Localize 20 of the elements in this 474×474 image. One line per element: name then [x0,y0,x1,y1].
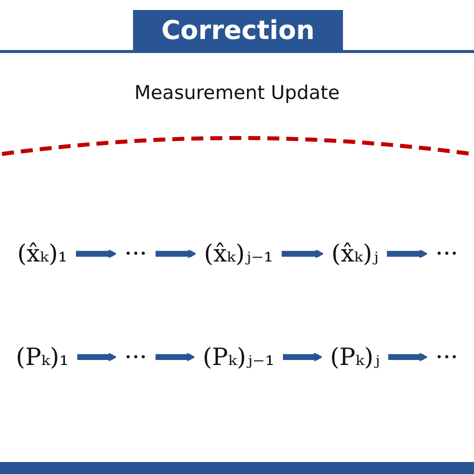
node-text: ··· [435,342,458,371]
arrow [281,248,324,258]
arrow [282,352,323,362]
node-text: (x̂ₖ)ⱼ₋₁ [204,239,274,268]
arrow [388,352,428,362]
node-text: (x̂ₖ)₁ [17,239,68,268]
title-banner: Correction [133,10,343,52]
node-text: ··· [124,239,148,268]
node-text: (Pₖ)ⱼ₋₁ [202,342,275,371]
section-label: Measurement Update [134,82,340,104]
arrow [76,352,117,362]
arrow [75,248,117,258]
arrow [155,248,196,258]
arrow [155,352,196,362]
node-text: (Pₖ)ⱼ [330,342,380,371]
node-text: ··· [435,239,458,268]
node-text: (Pₖ)₁ [16,342,69,371]
node-text: ··· [124,342,148,371]
node-text: (x̂ₖ)ⱼ [331,239,378,268]
arrow [386,248,428,258]
